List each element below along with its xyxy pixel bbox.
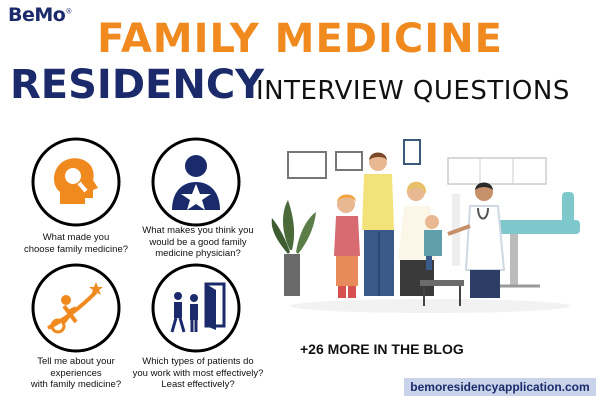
climber-gear-icon [31, 263, 121, 353]
title-interview-questions: INTERVIEW QUESTIONS [256, 76, 570, 106]
title-line-1: FAMILY MEDICINE [97, 16, 503, 62]
website-url-link[interactable]: bemoresidencyapplication.com [404, 378, 596, 396]
bemo-logo: BeMo® [8, 4, 72, 26]
title-residency: RESIDENCY [10, 62, 265, 108]
patients-door-icon [151, 263, 241, 353]
more-in-blog-text: +26 MORE IN THE BLOG [300, 341, 464, 357]
doctor-family-illustration [270, 130, 600, 330]
person-star-icon [151, 137, 241, 227]
head-magnifier-icon [31, 137, 121, 227]
